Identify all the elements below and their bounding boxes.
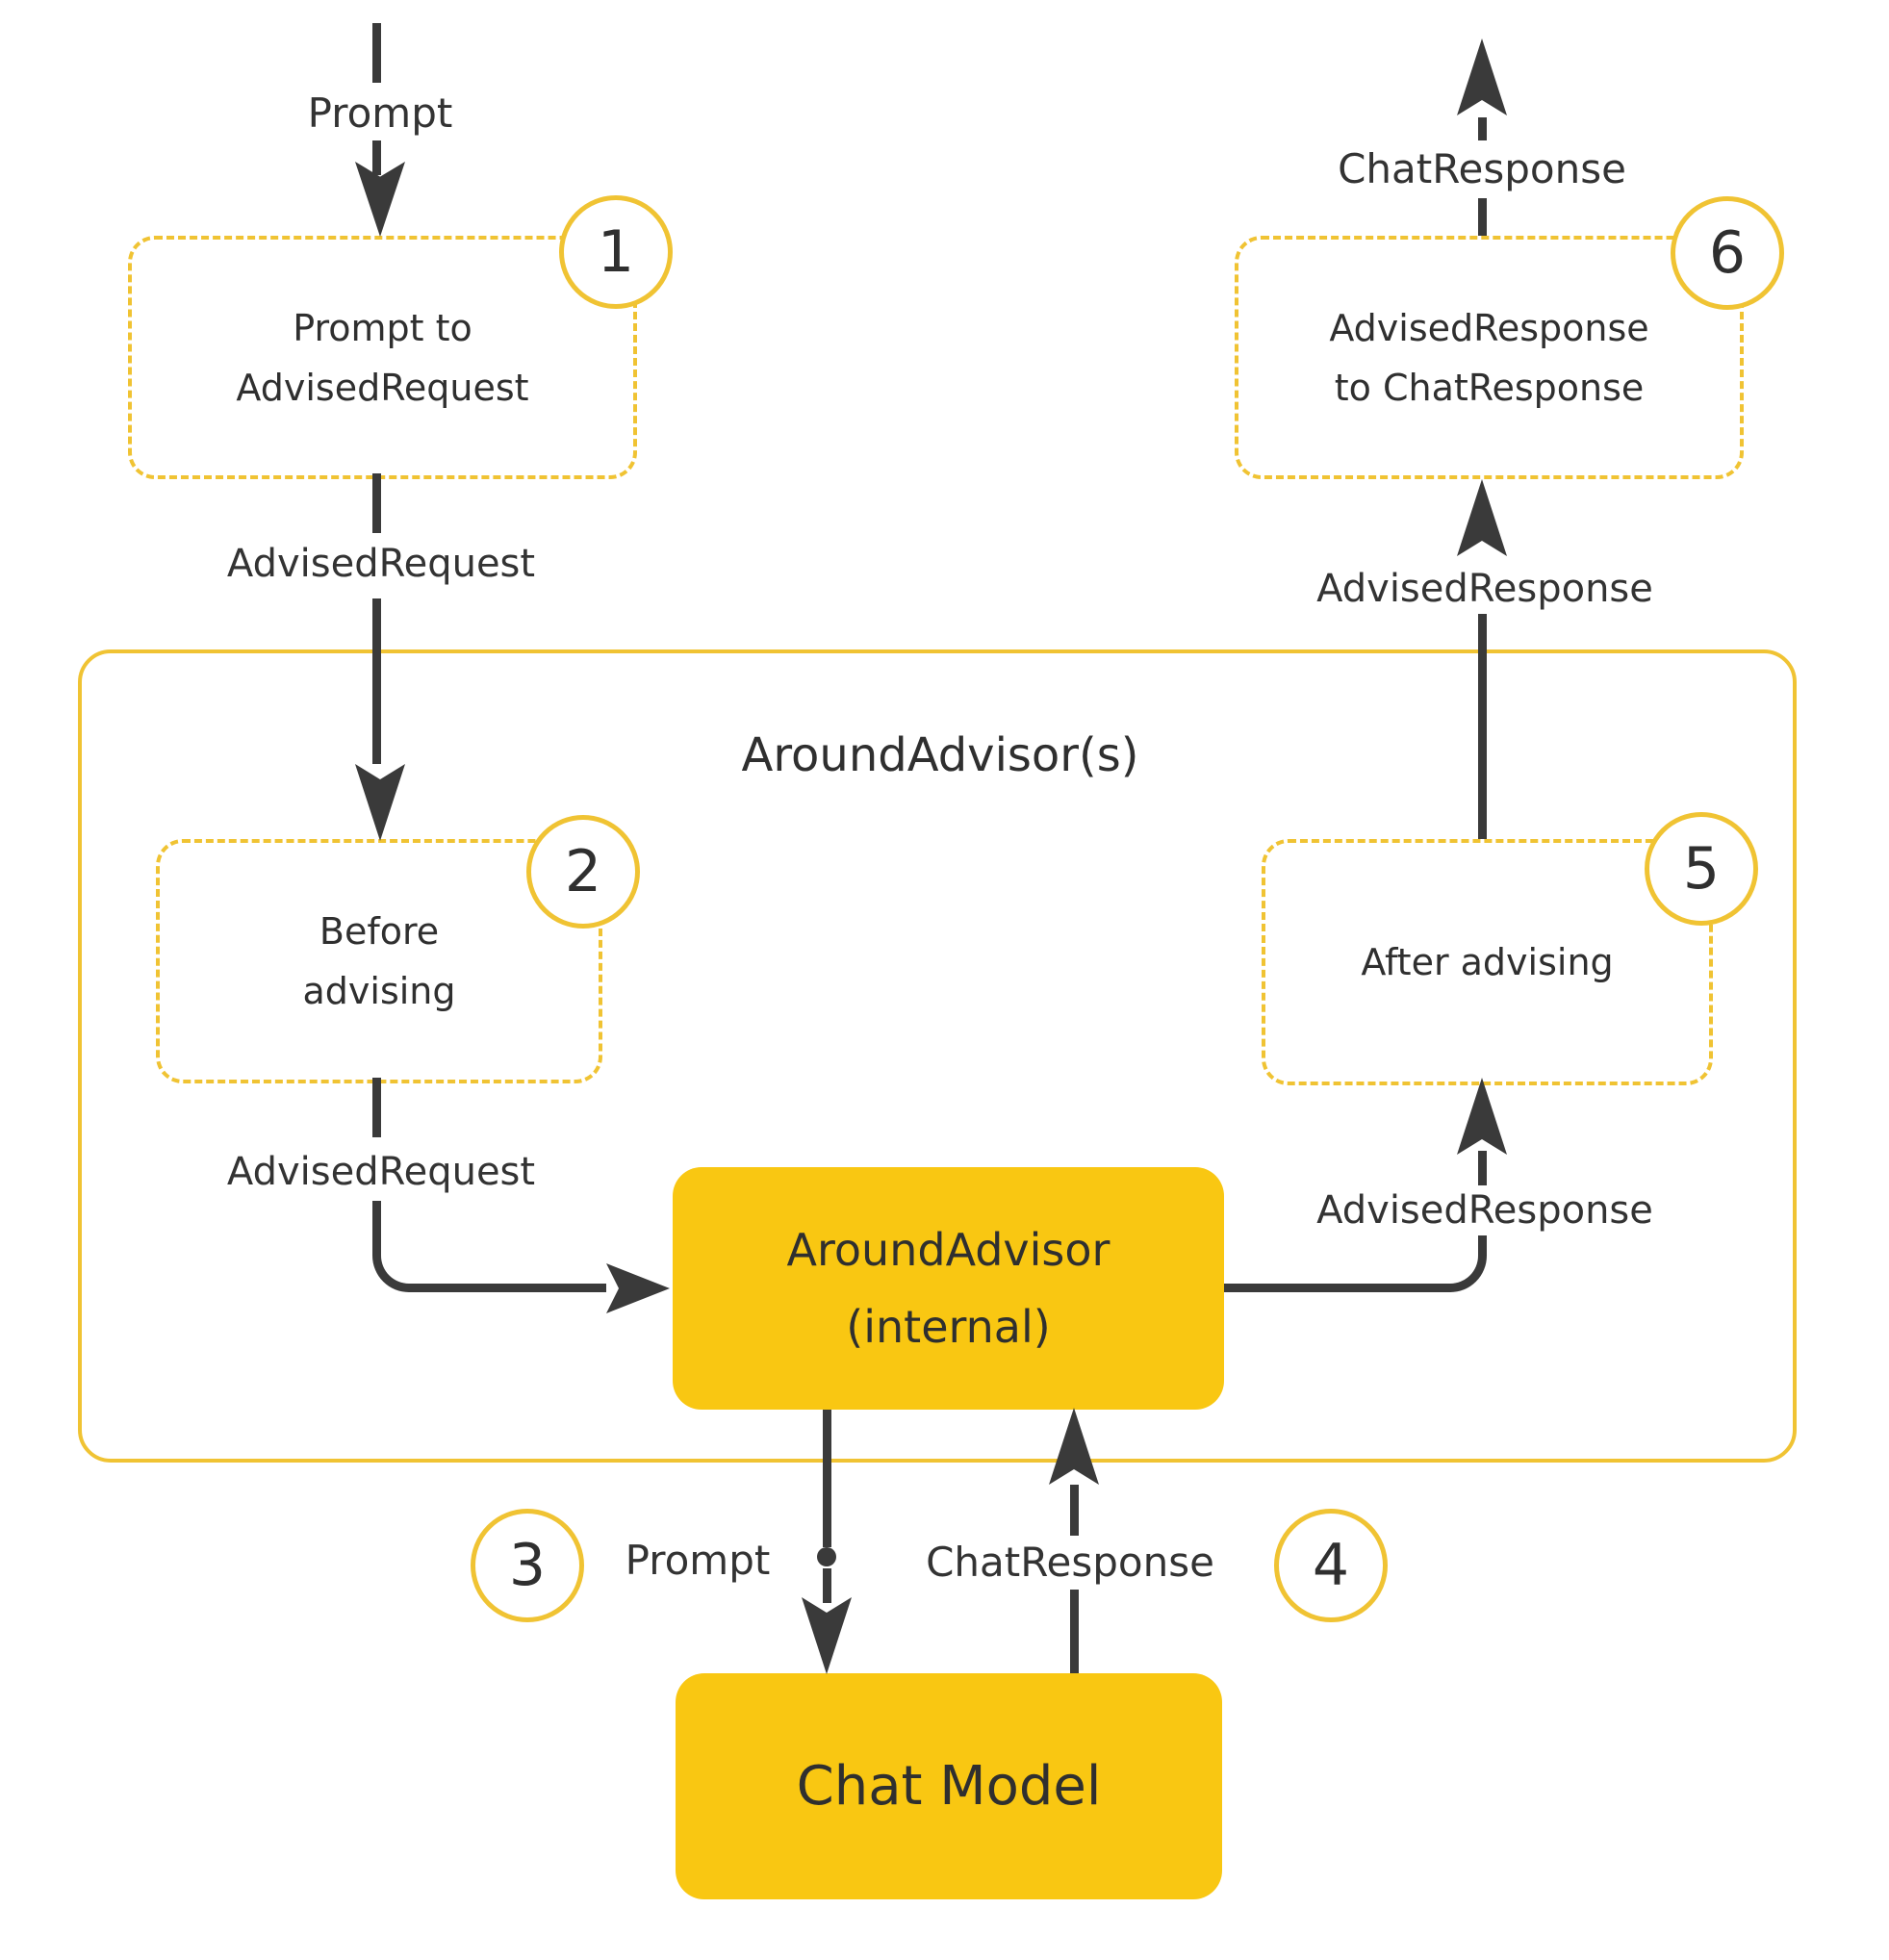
prompt-line-bottom-a — [823, 1410, 831, 1547]
arrowhead-up-exit-icon — [1457, 38, 1507, 115]
badge-6: 6 — [1671, 196, 1784, 310]
arrowhead-down-into-step1-icon — [355, 162, 405, 237]
chatresponse-line-top-b — [1478, 117, 1487, 140]
arrowhead-right-into-internal-icon — [606, 1263, 670, 1313]
step6-advisedresponse-to-chatresponse-box: AdvisedResponse to ChatResponse — [1235, 236, 1744, 479]
prompt-stub-line — [372, 23, 381, 83]
arrowhead-up-into-internal-icon — [1049, 1408, 1099, 1485]
arrowhead-down-into-chatmodel-icon — [802, 1597, 852, 1674]
step1-prompt-to-advisedrequest-box: Prompt to AdvisedRequest — [128, 236, 637, 479]
chatresponse-bottom-label: ChatResponse — [878, 1536, 1263, 1590]
step2-label-line1: Before — [319, 910, 440, 953]
prompt-line-bottom-b — [823, 1568, 831, 1603]
advisedrequest-line-upper-b — [372, 598, 381, 764]
step5-after-advising-box: After advising — [1262, 839, 1713, 1085]
advisedresponse-upper-label: AdvisedResponse — [1244, 564, 1725, 614]
step2-label-line2: advising — [302, 970, 456, 1012]
step6-label-line2: to ChatResponse — [1334, 366, 1645, 409]
step1-label-line2: AdvisedRequest — [236, 366, 529, 409]
badge-5-number: 5 — [1682, 835, 1721, 903]
badge-3-number: 3 — [508, 1532, 547, 1599]
chat-model-box: Chat Model — [676, 1673, 1222, 1899]
elbow-connector-left — [372, 1201, 606, 1292]
badge-4: 4 — [1274, 1509, 1388, 1622]
step5-label: After advising — [1361, 941, 1614, 983]
badge-2: 2 — [526, 815, 640, 929]
chatresponse-line-bottom-a — [1070, 1485, 1079, 1540]
advisedrequest-line-upper-a — [372, 473, 381, 533]
advisedrequest-lower-label: AdvisedRequest — [116, 1147, 646, 1197]
advisedresponse-line-lower-a — [1478, 1151, 1487, 1187]
prompt-arrow-shaft — [372, 140, 381, 175]
chatresponse-line-top-a — [1478, 198, 1487, 236]
elbow-connector-right — [1224, 1201, 1487, 1292]
badge-1: 1 — [559, 195, 673, 309]
around-advisor-internal-box: AroundAdvisor (internal) — [673, 1167, 1224, 1410]
badge-2-number: 2 — [564, 838, 602, 905]
arrowhead-down-into-step2-icon — [355, 764, 405, 841]
advisedrequest-line-lower-a — [372, 1078, 381, 1137]
step1-label-line1: Prompt to — [293, 306, 472, 349]
chatresponse-top-label: ChatResponse — [1241, 142, 1723, 196]
arrowhead-up-into-step5-icon — [1457, 1078, 1507, 1155]
junction-dot — [817, 1547, 836, 1566]
arrowhead-up-into-step6-icon — [1457, 479, 1507, 556]
badge-4-number: 4 — [1312, 1532, 1350, 1599]
badge-3: 3 — [471, 1509, 584, 1622]
container-title: AroundAdvisor(s) — [741, 728, 1139, 782]
advisedresponse-line-upper-a — [1478, 566, 1487, 839]
prompt-bottom-label: Prompt — [625, 1537, 771, 1584]
badge-1-number: 1 — [597, 218, 635, 286]
internal-label-line2: (internal) — [846, 1301, 1051, 1353]
internal-label-line1: AroundAdvisor — [786, 1224, 1110, 1276]
advisedrequest-upper-label: AdvisedRequest — [116, 539, 646, 589]
badge-6-number: 6 — [1708, 219, 1747, 287]
prompt-top-label: Prompt — [307, 89, 453, 137]
chat-model-label: Chat Model — [796, 1755, 1102, 1818]
step6-label-line1: AdvisedResponse — [1329, 306, 1649, 349]
chatresponse-line-bottom-b — [1070, 1590, 1079, 1673]
advisedresponse-lower-label: AdvisedResponse — [1244, 1185, 1725, 1235]
badge-5: 5 — [1645, 812, 1758, 926]
